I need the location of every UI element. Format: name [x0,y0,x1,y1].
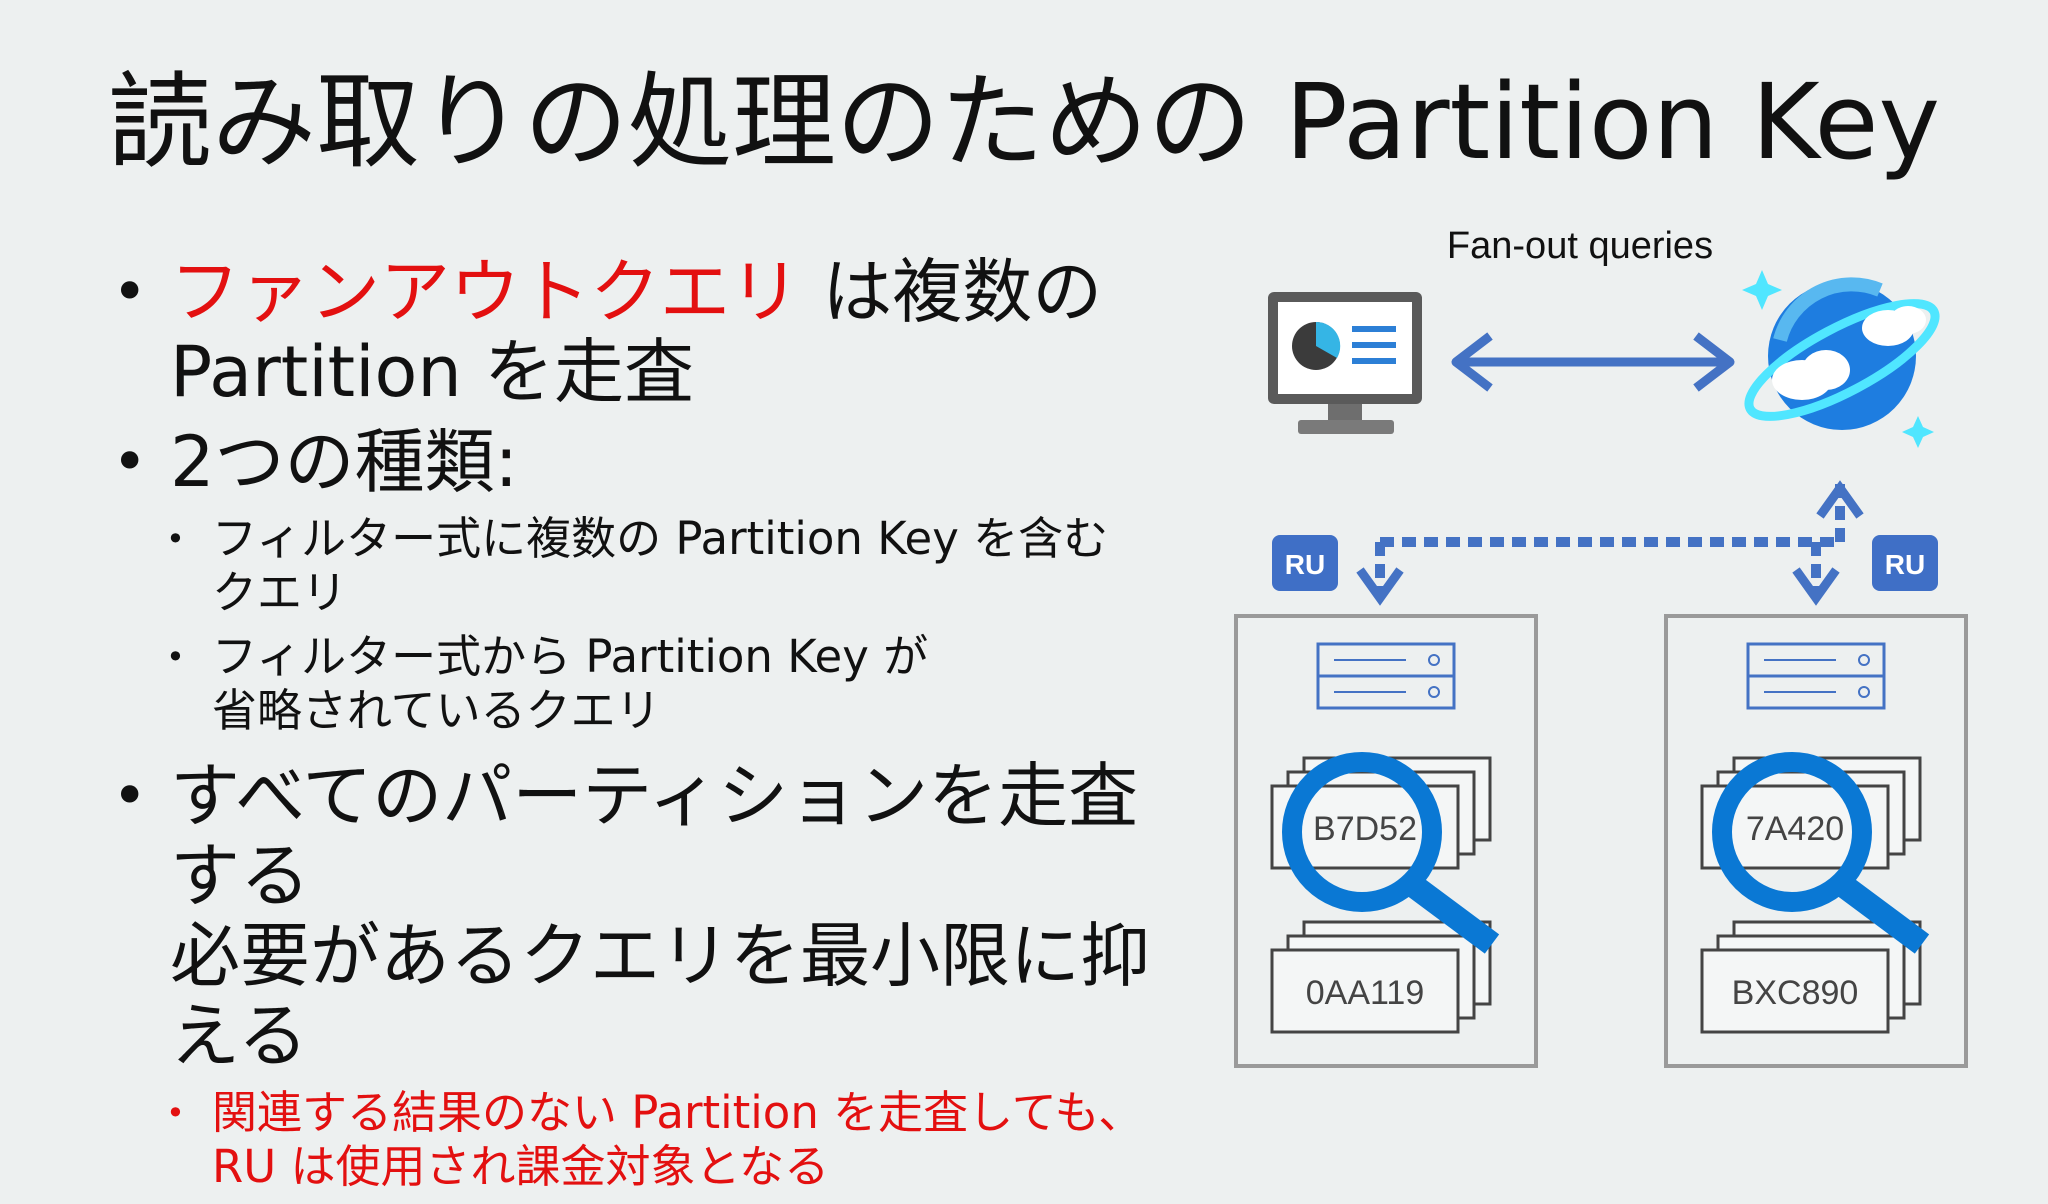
ru-badge-left: RU [1272,535,1338,591]
bidirectional-arrow [1451,332,1735,392]
ru-right-label: RU [1885,549,1925,580]
multi-key-line1: フィルター式に複数の Partition Key を含む [212,512,1109,565]
fanout-text: は複数の [800,251,1103,333]
slide-title: 読み取りの処理のための Partition Key [107,61,1941,183]
fanout-text-line2: Partition を走査 [170,331,694,413]
bullet-dot: • [112,761,148,831]
sub-bullet-no-key: • フィルター式から Partition Key が 省略されているクエリ [108,630,1198,738]
partition-key-label: 0AA119 [1306,974,1424,1012]
fanout-diagram: Fan-out queries [1234,225,1968,1068]
minimize-line3: 必要があるクエリを最小限に抑 [170,915,1150,997]
partition-key-label: 7A420 [1746,810,1844,848]
bullet-fanout: • ファンアウトクエリ は複数の Partition を走査 [108,252,1198,412]
magnifier-icon [1712,752,1930,954]
monitor-icon [1268,292,1422,434]
partition-key-label: B7D52 [1313,810,1417,848]
fanout-highlight: ファンアウトクエリ [170,251,800,333]
ru-cost-line1: 関連する結果のない Partition を走査しても、 [212,1086,1144,1139]
partition-right: 7A420 BXC890 [1664,614,1968,1068]
server-icon [1746,642,1886,710]
no-key-line2: 省略されているクエリ [212,684,661,737]
multi-key-line2: クエリ [212,566,348,619]
partition-left: B7D52 0AA119 [1234,614,1538,1068]
sub-bullet-dot: • [166,520,185,558]
bullet-dot: • [112,427,148,497]
ru-left-label: RU [1285,549,1325,580]
diagram-caption: Fan-out queries [1447,225,1713,267]
minimize-line4: える [170,995,308,1077]
bullet-minimize: • すべてのパーティションを走査 する 必要があるクエリを最小限に抑 える [108,756,1198,1076]
no-key-line1: フィルター式から Partition Key が [212,630,929,683]
sub-bullet-multi-key: • フィルター式に複数の Partition Key を含む クエリ [108,512,1198,620]
fanout-dashed-arrows [1356,480,1864,606]
sub-bullet-dot: • [166,1094,185,1132]
bullet-types: • 2つの種類: [108,422,1198,502]
magnifier-icon [1282,752,1500,954]
sub-bullet-ru-cost: • 関連する結果のない Partition を走査しても、 RU は使用され課金… [108,1086,1198,1194]
types-text: 2つの種類: [170,421,519,503]
minimize-line1: すべてのパーティションを走査 [170,755,1139,837]
cosmos-db-icon [1742,270,1940,448]
bullet-list: • ファンアウトクエリ は複数の Partition を走査 • 2つの種類: … [108,252,1198,1204]
ru-cost-line2: RU は使用され課金対象となる [212,1140,830,1193]
sub-bullet-dot: • [166,638,185,676]
server-icon [1316,642,1456,710]
minimize-line2: する [170,835,310,917]
document-stack-bottom: 0AA119 [1270,920,1492,1034]
ru-badge-right: RU [1872,535,1938,591]
bullet-dot: • [112,257,148,327]
partition-key-label: BXC890 [1732,974,1859,1012]
document-stack-bottom: BXC890 [1700,920,1922,1034]
